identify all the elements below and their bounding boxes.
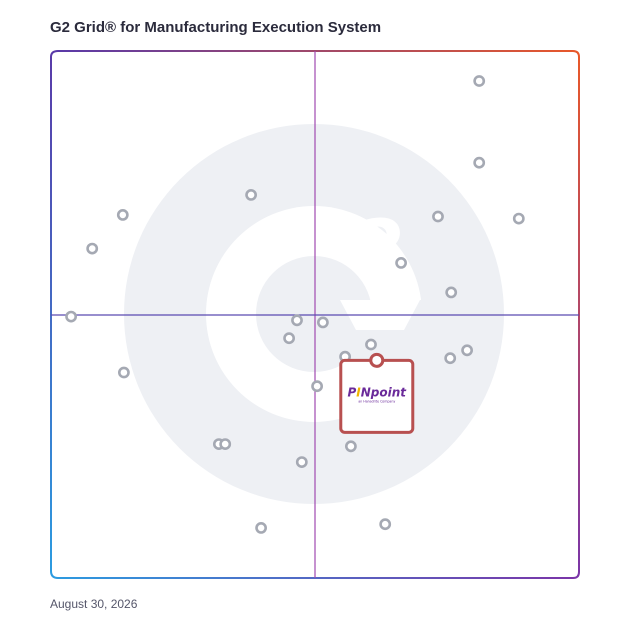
data-point[interactable]: [219, 438, 232, 450]
chart-date: August 30, 2026: [50, 597, 138, 611]
data-point[interactable]: [365, 338, 377, 351]
logo-word-npoint: Npoint: [361, 385, 408, 399]
chart-title: G2 Grid® for Manufacturing Execution Sys…: [50, 19, 382, 36]
data-point[interactable]: [445, 286, 458, 299]
svg-text:2: 2: [358, 205, 407, 287]
data-point[interactable]: [316, 316, 329, 329]
data-point[interactable]: [255, 522, 267, 534]
g2-watermark-icon: 2: [124, 124, 504, 504]
data-point[interactable]: [311, 380, 323, 393]
data-point[interactable]: [295, 456, 308, 468]
data-point[interactable]: [473, 156, 486, 169]
data-point[interactable]: [461, 344, 473, 357]
data-point[interactable]: [432, 210, 444, 223]
highlight-pin-dot: [369, 352, 385, 368]
data-point[interactable]: [283, 332, 295, 345]
data-point[interactable]: [344, 440, 357, 453]
frame-top-edge: [58, 50, 580, 58]
frame-right-edge: [572, 57, 580, 579]
data-point[interactable]: [118, 366, 130, 379]
logo-letter-i: I: [356, 385, 361, 399]
data-point[interactable]: [116, 208, 129, 221]
pinpoint-logo: PINpoint an Hanadrite Company: [348, 385, 408, 403]
data-point[interactable]: [245, 188, 257, 201]
frame-bottom-edge: [50, 570, 573, 579]
frame-left-edge: [50, 50, 59, 571]
logo-subtitle: an Hanadrite Company: [358, 399, 395, 403]
highlighted-product-marker[interactable]: PINpoint an Hanadrite Company: [339, 352, 415, 434]
data-point[interactable]: [379, 518, 392, 531]
data-point[interactable]: [512, 212, 525, 225]
data-point[interactable]: [86, 242, 99, 255]
data-point[interactable]: [473, 75, 486, 87]
data-point[interactable]: [395, 256, 407, 269]
data-point[interactable]: [291, 314, 303, 327]
data-point[interactable]: [65, 310, 77, 323]
data-point[interactable]: [444, 352, 457, 365]
logo-letter-p: P: [348, 385, 357, 399]
svg-text:PINpoint: PINpoint: [348, 385, 408, 399]
data-points: [65, 75, 525, 534]
